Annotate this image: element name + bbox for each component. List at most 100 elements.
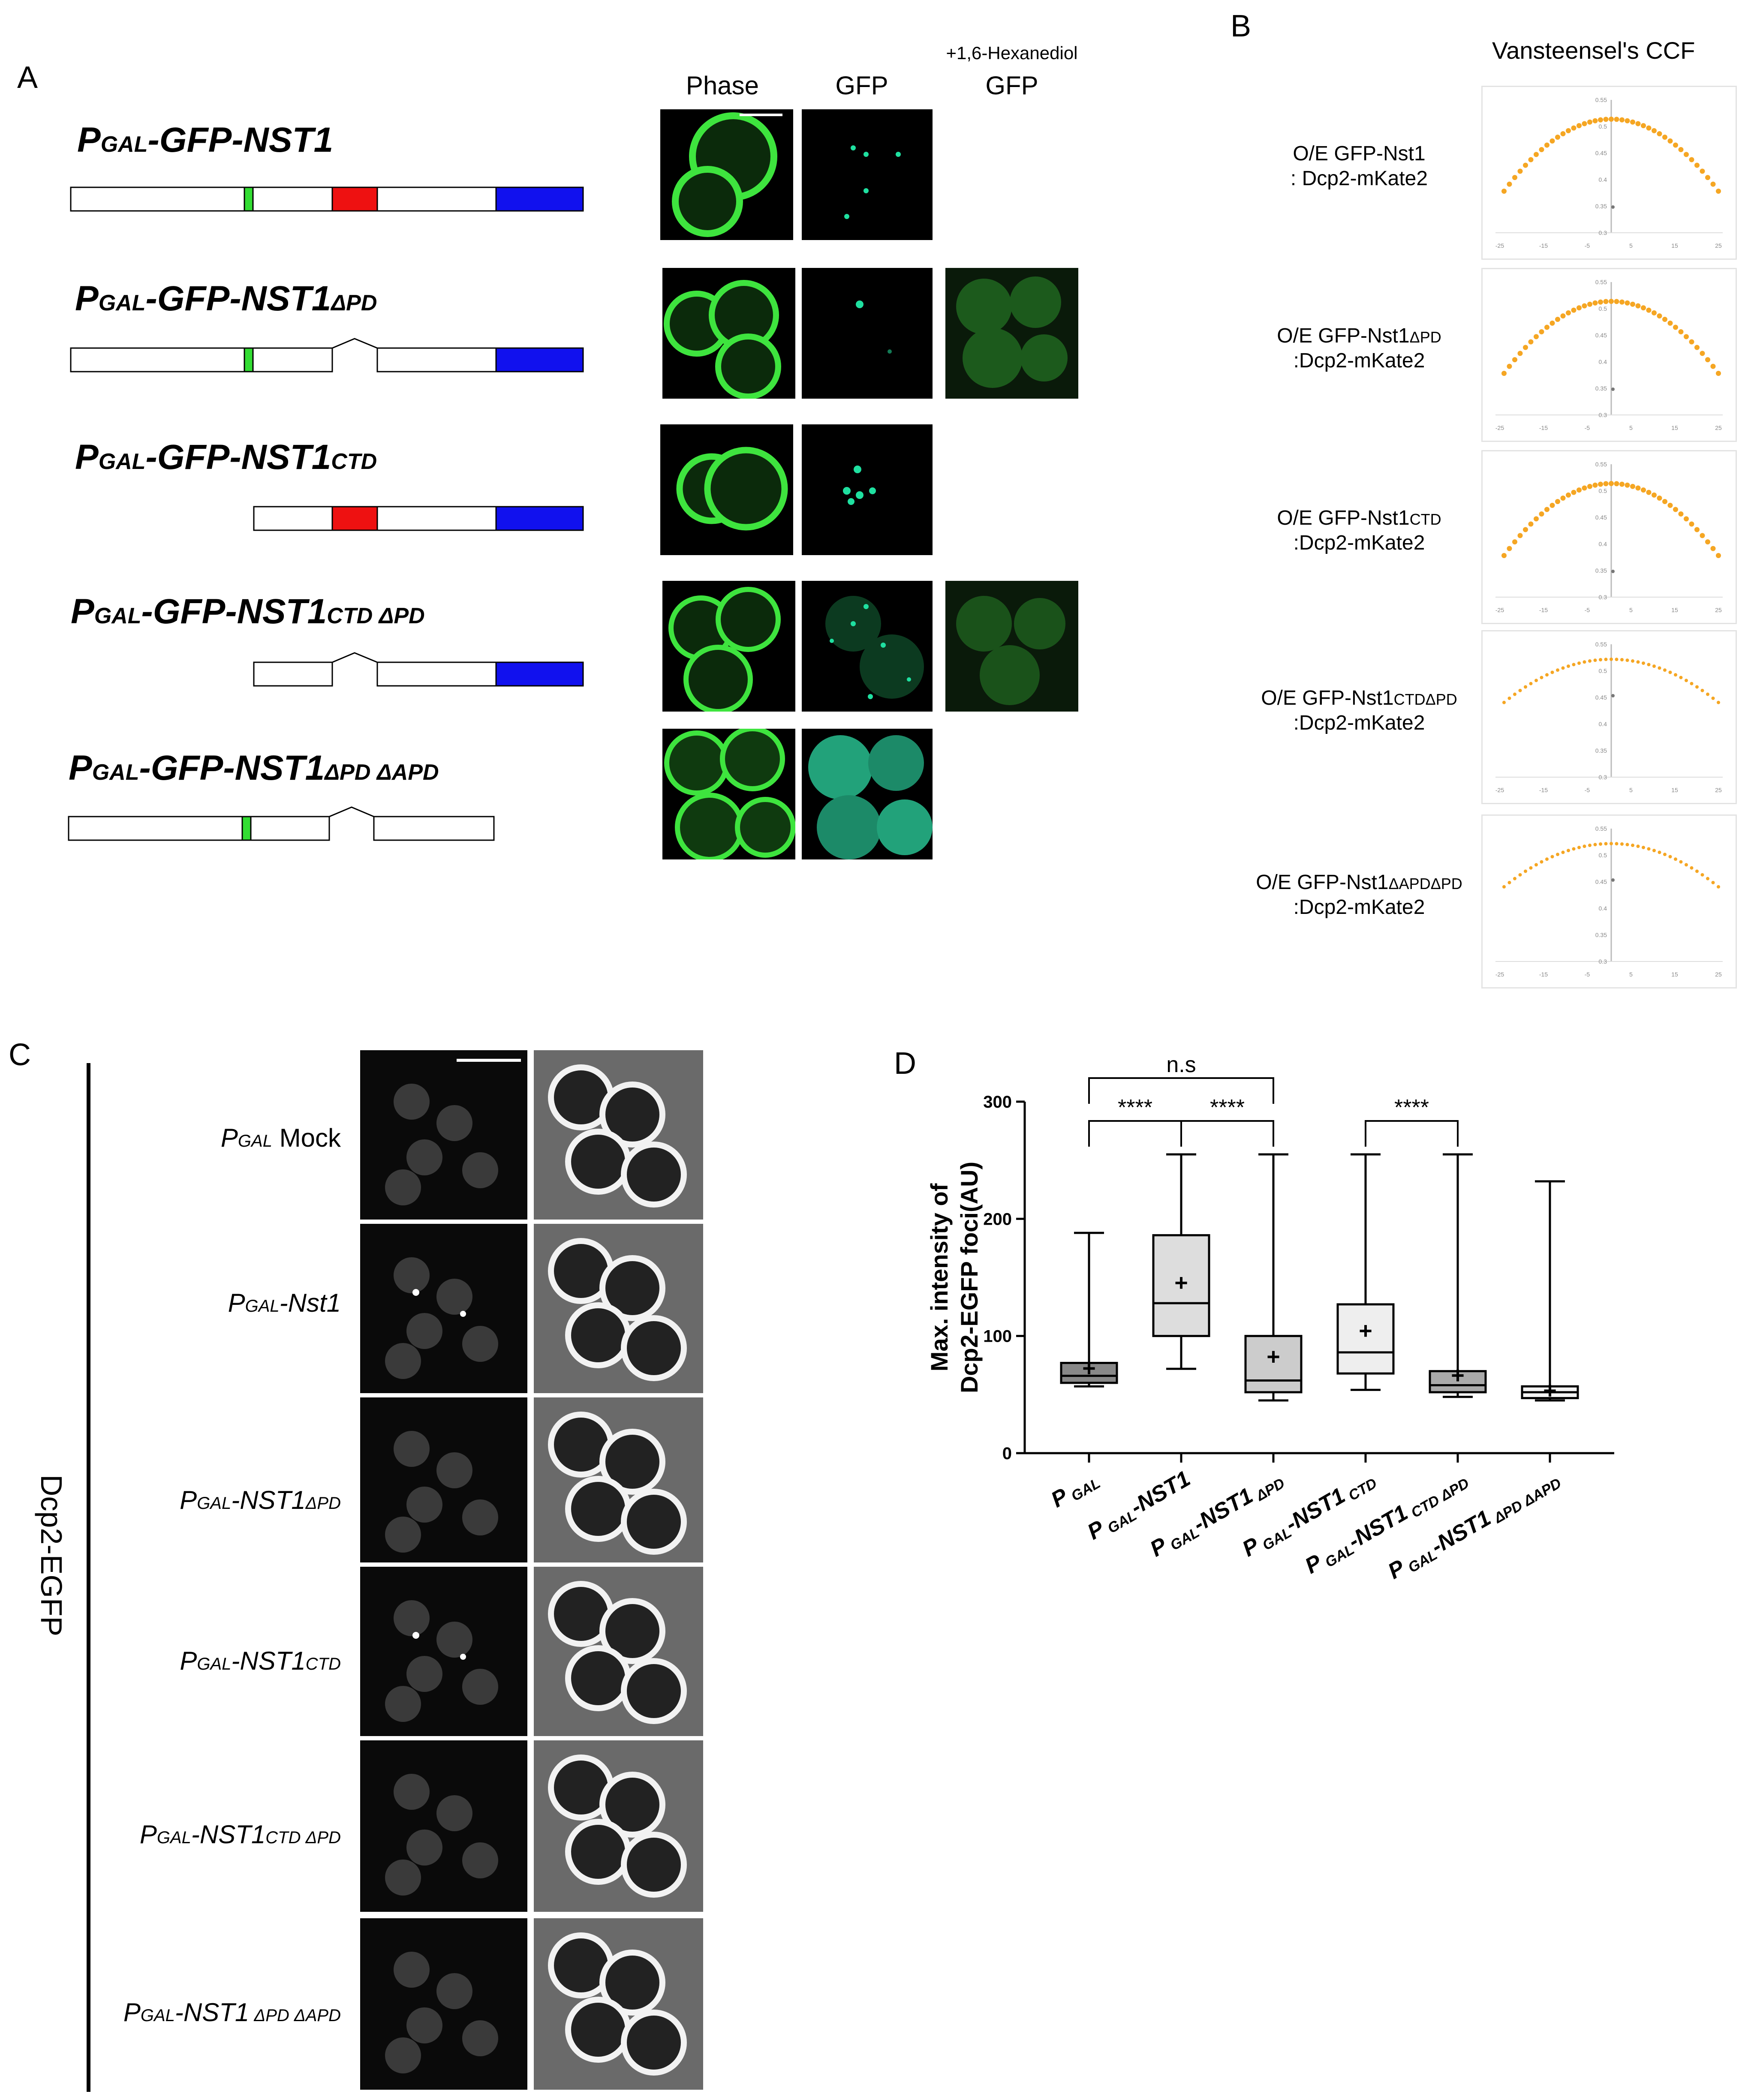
y-tick-label: 0 xyxy=(1002,1444,1012,1463)
gfp-domain xyxy=(241,816,252,841)
pd-domain xyxy=(331,186,378,212)
ccf-point xyxy=(1549,138,1555,144)
significance-label: **** xyxy=(1394,1095,1429,1120)
ccf-point xyxy=(1539,329,1544,334)
hexanediol-header: +1,6-Hexanediol xyxy=(946,43,1078,63)
ccf-point xyxy=(1566,310,1571,315)
ccf-xtick: 15 xyxy=(1671,242,1678,249)
c-phase-image-1 xyxy=(534,1050,703,1220)
ccf-xtick: -25 xyxy=(1495,607,1504,613)
ccf-point xyxy=(1502,885,1506,889)
ccf-point xyxy=(1668,670,1672,674)
ccf-point xyxy=(1689,339,1694,345)
ccf-ytick: 0.3 xyxy=(1599,412,1607,418)
ccf-point xyxy=(1705,175,1710,180)
ccf-point xyxy=(1674,673,1677,677)
ccf-point xyxy=(1529,682,1533,685)
gfp-hexanediol-header: GFP xyxy=(985,71,1038,100)
c-phase-image-3 xyxy=(534,1397,703,1562)
ccf-point xyxy=(1619,481,1625,487)
ccf-point xyxy=(1534,152,1539,157)
ccf-point xyxy=(1517,168,1523,174)
gfp-image-4 xyxy=(802,581,933,712)
ccf-xtick: 25 xyxy=(1715,242,1722,249)
ccf-xtick: -5 xyxy=(1585,607,1590,613)
box-3: + xyxy=(1244,1153,1303,1463)
ccf-point xyxy=(1593,658,1597,662)
box-1: + xyxy=(1060,1232,1118,1463)
significance-label: **** xyxy=(1118,1095,1152,1120)
ccf-label-line1: O/E GFP-Nst1 xyxy=(1256,871,1389,894)
ccf-point xyxy=(1630,484,1635,489)
significance-label: **** xyxy=(1210,1095,1245,1120)
ccf-point xyxy=(1635,485,1641,491)
ccf-point xyxy=(1517,351,1523,356)
ccf-ytick: 0.4 xyxy=(1599,905,1607,912)
panel-c-letter: C xyxy=(9,1038,31,1072)
iqr-box xyxy=(1244,1335,1303,1394)
ccf-point xyxy=(1524,685,1527,689)
ccf-point xyxy=(1705,357,1710,363)
ccf-point xyxy=(1560,496,1566,501)
y-tick-label: 300 xyxy=(983,1093,1012,1112)
ccf-point xyxy=(1635,303,1641,309)
ccf-ytick: 0.3 xyxy=(1599,594,1607,601)
y-tick-label: 100 xyxy=(983,1327,1012,1346)
ccf-ytick: 0.4 xyxy=(1599,541,1607,547)
ccf-point xyxy=(1641,487,1646,493)
ccf-xtick: 5 xyxy=(1629,242,1633,249)
ccf-xtick: 25 xyxy=(1715,787,1722,793)
ccf-ytick: 0.55 xyxy=(1595,825,1607,832)
diagram-ctd xyxy=(253,506,584,531)
ctd-domain xyxy=(495,186,584,212)
ccf-ytick: 0.5 xyxy=(1599,487,1607,494)
mean-marker: + xyxy=(1359,1318,1372,1344)
gfp-header: GFP xyxy=(835,71,888,100)
ccf-point xyxy=(1662,135,1667,140)
c-row-label-4: PGAL-NST1CTD xyxy=(180,1646,341,1675)
ccf-point xyxy=(1528,339,1534,345)
ccf-point xyxy=(1711,880,1715,884)
deletion-marker xyxy=(332,338,378,349)
ccf-point xyxy=(1540,860,1543,864)
ccf-marker xyxy=(1611,205,1615,209)
ccf-point xyxy=(1646,125,1652,131)
ccf-xtick: 5 xyxy=(1629,424,1633,431)
ccf-label-sub: CTD xyxy=(1409,511,1441,528)
ccf-point xyxy=(1566,128,1571,133)
ccf-point xyxy=(1667,138,1673,144)
ccf-point xyxy=(1700,533,1705,538)
iqr-box xyxy=(1429,1370,1487,1394)
ccf-point xyxy=(1705,539,1710,545)
ccf-ytick: 0.5 xyxy=(1599,123,1607,130)
box-4: + xyxy=(1336,1153,1395,1463)
ccf-point xyxy=(1518,688,1522,692)
ccf-point xyxy=(1706,692,1709,696)
ccf-ytick: 0.35 xyxy=(1595,747,1607,754)
c-row-label-6: PGAL-NST1 ΔPD ΔAPD xyxy=(123,1998,341,2027)
ccf-label-line1: O/E GFP-Nst1 xyxy=(1261,687,1394,709)
mean-marker: + xyxy=(1267,1344,1280,1370)
ccf-point xyxy=(1587,301,1592,307)
deletion-marker xyxy=(332,652,378,663)
c-phase-image-2 xyxy=(534,1224,703,1393)
gfp-image-5 xyxy=(802,729,933,859)
ccf-label-line2: :Dcp2-mKate2 xyxy=(1293,711,1425,734)
ccf-xtick: 5 xyxy=(1629,787,1633,793)
pd-domain xyxy=(331,506,378,531)
ccf-point xyxy=(1517,533,1523,538)
ccf-point xyxy=(1545,673,1549,677)
ccf-point xyxy=(1603,481,1609,487)
ccf-point xyxy=(1614,299,1619,304)
ccf-point xyxy=(1518,873,1522,877)
ccf-point xyxy=(1620,842,1624,846)
ccf-point xyxy=(1603,299,1609,304)
ccf-point xyxy=(1588,844,1592,847)
ccf-ytick: 0.3 xyxy=(1599,774,1607,781)
ccf-xtick: -5 xyxy=(1585,424,1590,431)
ccf-point xyxy=(1592,300,1598,306)
ccf-point xyxy=(1710,546,1716,551)
